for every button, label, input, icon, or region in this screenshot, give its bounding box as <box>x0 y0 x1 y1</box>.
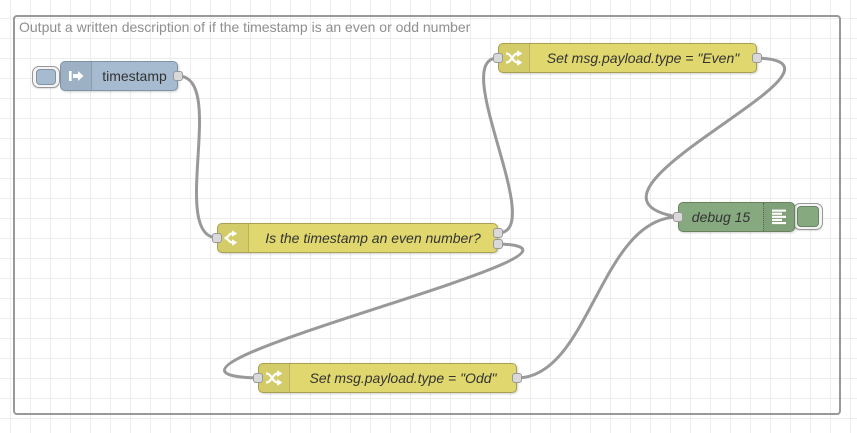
debug-icon-region <box>763 203 794 231</box>
node-switch-even-check[interactable]: Is the timestamp an even number? <box>217 223 498 253</box>
inject-button-inner <box>36 69 56 85</box>
node-label: Set msg.payload.type = "Odd" <box>309 370 497 386</box>
node-label: Is the timestamp an even number? <box>265 230 481 246</box>
shuffle-arrows-icon <box>505 50 523 66</box>
node-label: debug 15 <box>691 209 751 225</box>
wire-switch-to-change-even[interactable] <box>482 56 514 235</box>
port-change-odd-input[interactable] <box>253 373 263 383</box>
port-switch-input[interactable] <box>212 233 222 243</box>
fork-arrows-icon <box>224 230 238 246</box>
list-lines-icon <box>772 209 786 225</box>
switch-icon-region <box>218 224 249 252</box>
port-change-odd-output[interactable] <box>512 373 522 383</box>
inject-arrow-icon <box>69 71 84 81</box>
shuffle-arrows-icon <box>265 370 283 386</box>
node-debug-15[interactable]: debug 15 <box>678 202 795 232</box>
port-change-even-output[interactable] <box>752 53 762 63</box>
port-switch-output-2[interactable] <box>493 239 503 249</box>
debug-toggle-inner <box>797 206 819 227</box>
flow-group[interactable]: Output a written description of if the t… <box>13 15 841 415</box>
inject-icon-region <box>61 62 92 90</box>
port-change-even-input[interactable] <box>493 53 503 63</box>
change-icon-region <box>259 364 290 392</box>
debug-toggle-button[interactable] <box>793 203 823 230</box>
inject-button[interactable] <box>32 66 60 88</box>
port-debug-input[interactable] <box>673 212 683 222</box>
node-label: Set msg.payload.type = "Even" <box>546 50 740 66</box>
port-switch-output-1[interactable] <box>493 228 503 238</box>
node-inject-timestamp[interactable]: timestamp <box>60 61 178 91</box>
node-change-odd[interactable]: Set msg.payload.type = "Odd" <box>258 363 517 393</box>
wire-change-even-to-debug[interactable] <box>644 56 787 219</box>
node-label: timestamp <box>102 68 167 84</box>
port-timestamp-output[interactable] <box>173 71 183 81</box>
wire-change-odd-to-debug[interactable] <box>516 215 679 380</box>
change-icon-region <box>499 44 530 72</box>
wire-inject-to-switch[interactable] <box>177 74 219 240</box>
node-change-even[interactable]: Set msg.payload.type = "Even" <box>498 43 757 73</box>
group-label: Output a written description of if the t… <box>19 19 471 35</box>
wire-switch-to-change-odd[interactable] <box>222 242 525 380</box>
